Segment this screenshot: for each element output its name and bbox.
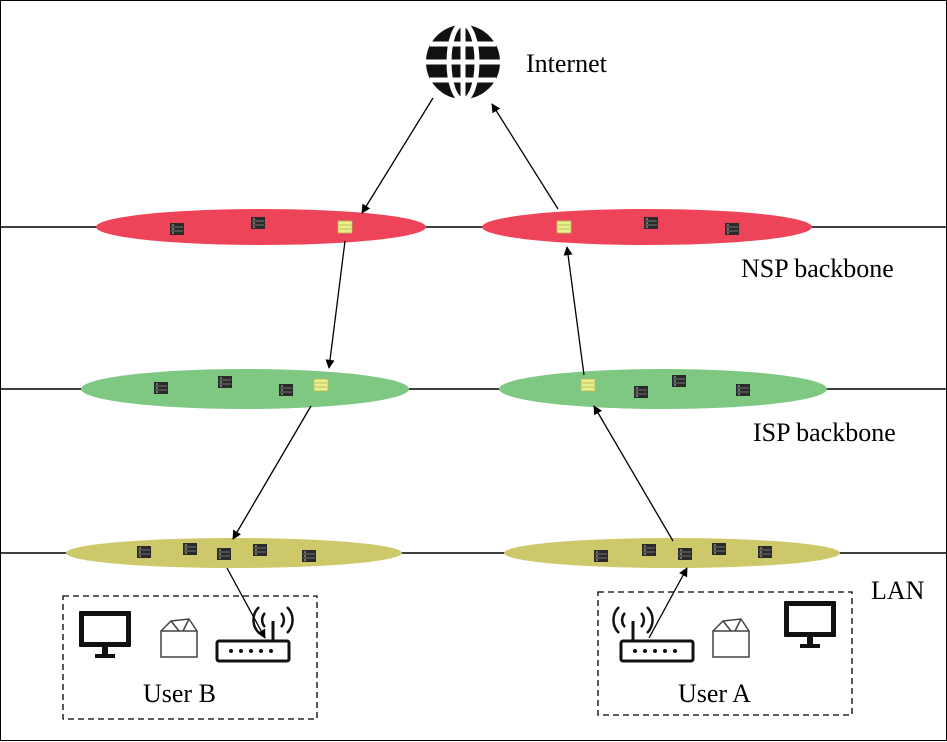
internet-label: Internet [526,49,608,78]
server-icon [757,545,773,559]
lan-cluster-left [66,538,402,568]
arrow-usera-to-lan [648,567,688,639]
user-a-box [597,591,853,716]
server-icon [169,222,185,236]
server-icon [724,222,740,236]
server-icon [252,543,268,557]
server-icon [182,542,198,556]
server-icon [677,547,693,561]
server-icon [217,375,233,389]
server-icon [593,549,609,563]
user-b-label: User B [143,679,216,708]
user-b-box [62,595,318,720]
server-icon [301,549,317,563]
router-icon [215,606,294,663]
package-icon [712,618,750,658]
router-icon [612,606,695,663]
server-icon [711,542,727,556]
arrow-internet-to-nsp [361,97,434,214]
server-icon [136,545,152,559]
gateway-server-icon [580,378,596,392]
server-icon [671,374,687,388]
gateway-server-icon [556,220,572,234]
gateway-server-icon [313,378,329,392]
isp-backbone-label: ISP backbone [753,418,896,447]
package-icon [160,618,198,658]
arrow-nsp-to-internet [491,103,559,210]
lan-label: LAN [871,576,925,605]
lan-cluster-right [504,538,840,568]
server-icon [153,381,169,395]
server-icon [643,216,659,230]
arrow-lan-to-isp [593,405,674,542]
arrow-nsp-to-isp [325,240,346,369]
arrow-lan-to-userb [226,567,266,639]
server-icon [278,383,294,397]
server-icon [735,383,751,397]
server-icon [641,543,657,557]
server-icon [633,385,649,399]
server-icon [216,547,232,561]
nsp-backbone-label: NSP backbone [741,254,894,283]
arrow-isp-to-lan [232,405,312,540]
arrow-isp-to-nsp [563,246,585,376]
gateway-server-icon [337,220,353,234]
globe-icon [424,21,502,103]
isp-cluster-right [499,369,827,409]
monitor-icon [784,601,836,648]
server-icon [250,216,266,230]
isp-cluster-left [81,369,409,409]
user-a-label: User A [678,679,751,708]
monitor-icon [79,611,131,658]
